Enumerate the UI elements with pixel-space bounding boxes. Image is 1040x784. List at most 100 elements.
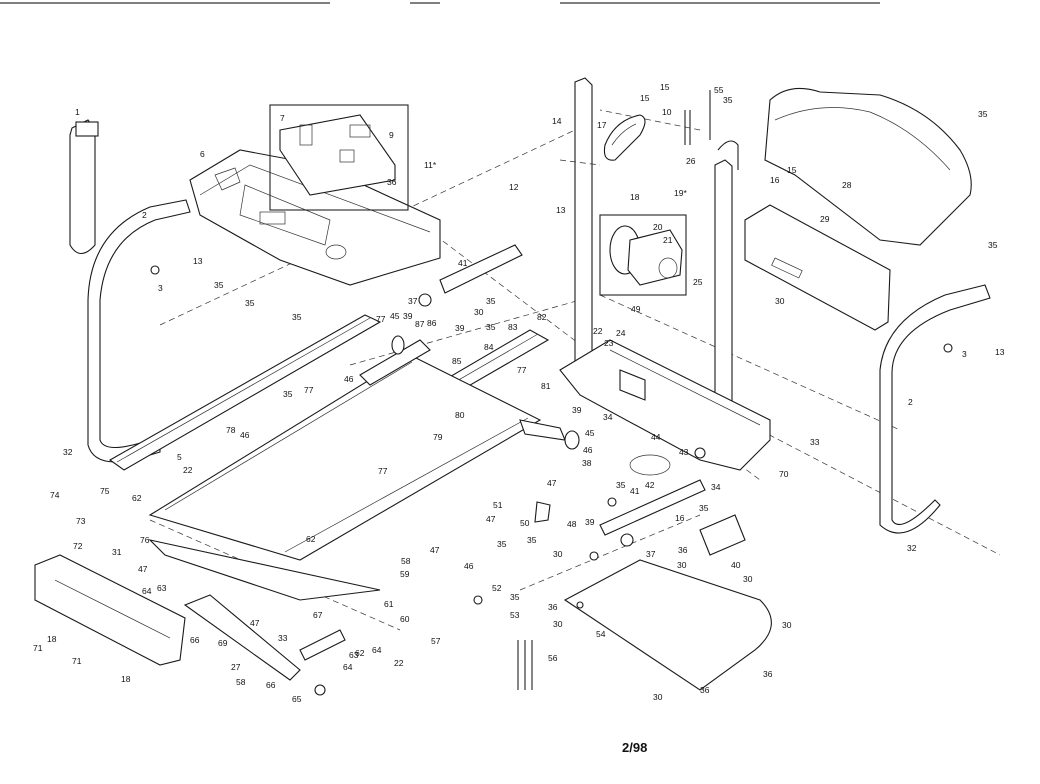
callout-47: 47	[547, 478, 557, 488]
callout-47: 47	[250, 618, 260, 628]
callout-23: 23	[604, 338, 614, 348]
part-56-wires	[517, 640, 533, 690]
callout-86: 86	[427, 318, 437, 328]
part-69-frame-support	[183, 594, 346, 681]
callout-35: 35	[245, 298, 255, 308]
callout-22: 22	[183, 465, 193, 475]
callout-52: 52	[492, 583, 502, 593]
callout-81: 81	[541, 381, 551, 391]
callout-62: 62	[306, 534, 316, 544]
callout-27: 27	[231, 662, 241, 672]
callout-41: 41	[458, 258, 468, 268]
callout-30: 30	[743, 574, 753, 584]
callout-35: 35	[978, 109, 988, 119]
callout-20: 20	[653, 222, 663, 232]
callout-83: 83	[508, 322, 518, 332]
callout-57: 57	[431, 636, 441, 646]
callout-36: 36	[763, 669, 773, 679]
callout-32: 32	[907, 543, 917, 553]
callout-30: 30	[782, 620, 792, 630]
part-29-hood-bracket	[744, 204, 891, 331]
part-44-cable	[629, 454, 671, 476]
callout-30: 30	[553, 619, 563, 629]
callout-78: 78	[226, 425, 236, 435]
callout-74: 74	[50, 490, 60, 500]
callout-15: 15	[640, 93, 650, 103]
part-14-uprights	[559, 77, 733, 461]
callout-53: 53	[510, 610, 520, 620]
callout-35: 35	[510, 592, 520, 602]
part-2-right-handrail	[879, 284, 991, 534]
callout-47: 47	[430, 545, 440, 555]
callout-77: 77	[376, 314, 386, 324]
callout-7: 7	[280, 113, 285, 123]
callout-1: 1	[75, 107, 80, 117]
callout-73: 73	[76, 516, 86, 526]
callout-47: 47	[138, 564, 148, 574]
callout-37: 37	[408, 296, 418, 306]
callout-2: 2	[142, 210, 147, 220]
part-26-clip	[717, 140, 739, 170]
part-roller-rear	[519, 419, 580, 450]
callout-35: 35	[486, 296, 496, 306]
callout-45: 45	[585, 428, 595, 438]
callout-35: 35	[723, 95, 733, 105]
part-17-drive-belt	[603, 114, 646, 161]
callout-30: 30	[553, 549, 563, 559]
callout-62: 62	[355, 648, 365, 658]
callout-22: 22	[394, 658, 404, 668]
callout-55: 55	[714, 85, 724, 95]
callout-49: 49	[631, 304, 641, 314]
callout-58: 58	[401, 556, 411, 566]
callout-65: 65	[292, 694, 302, 704]
callout-35: 35	[527, 535, 537, 545]
part-19-motor-assembly	[599, 214, 687, 296]
callout-29: 29	[820, 214, 830, 224]
callout-77: 77	[517, 365, 527, 375]
callout-3: 3	[158, 283, 163, 293]
part-75-left-side-rail	[108, 314, 382, 471]
callout-37: 37	[646, 549, 656, 559]
part-frame-base	[559, 339, 771, 471]
callout-10: 10	[662, 107, 672, 117]
callout-40: 40	[731, 560, 741, 570]
callout-36: 36	[548, 602, 558, 612]
callout-33: 33	[278, 633, 288, 643]
callout-35: 35	[616, 480, 626, 490]
callout-43: 43	[679, 447, 689, 457]
callout-35: 35	[988, 240, 998, 250]
callout-69: 69	[218, 638, 228, 648]
callout-35: 35	[699, 503, 709, 513]
callout-35: 35	[214, 280, 224, 290]
callout-21: 21	[663, 235, 673, 245]
callout-labels: 1 2 2 3 3 5 6 7 9 10 11* 12 13 13 13 14 …	[33, 82, 1005, 704]
callout-16: 16	[770, 175, 780, 185]
callout-36: 36	[700, 685, 710, 695]
part-11-electronics-box	[269, 104, 409, 211]
callout-87: 87	[415, 319, 425, 329]
callout-75: 75	[100, 486, 110, 496]
callout-46: 46	[583, 445, 593, 455]
part-28-motor-hood	[764, 87, 972, 246]
callout-39: 39	[403, 311, 413, 321]
callout-61: 61	[384, 599, 394, 609]
callout-77: 77	[304, 385, 314, 395]
callout-18: 18	[121, 674, 131, 684]
callout-30: 30	[653, 692, 663, 702]
callout-66: 66	[190, 635, 200, 645]
callout-35: 35	[497, 539, 507, 549]
callout-60: 60	[400, 614, 410, 624]
callout-31: 31	[112, 547, 122, 557]
fasteners	[150, 265, 953, 696]
callout-22: 22	[593, 326, 603, 336]
callout-62: 62	[132, 493, 142, 503]
part-72-rear-endcap	[34, 554, 186, 666]
callout-85: 85	[452, 356, 462, 366]
callout-18: 18	[630, 192, 640, 202]
callout-34: 34	[603, 412, 613, 422]
callout-35: 35	[283, 389, 293, 399]
callout-46: 46	[344, 374, 354, 384]
callout-13: 13	[995, 347, 1005, 357]
callout-26: 26	[686, 156, 696, 166]
callout-18: 18	[47, 634, 57, 644]
